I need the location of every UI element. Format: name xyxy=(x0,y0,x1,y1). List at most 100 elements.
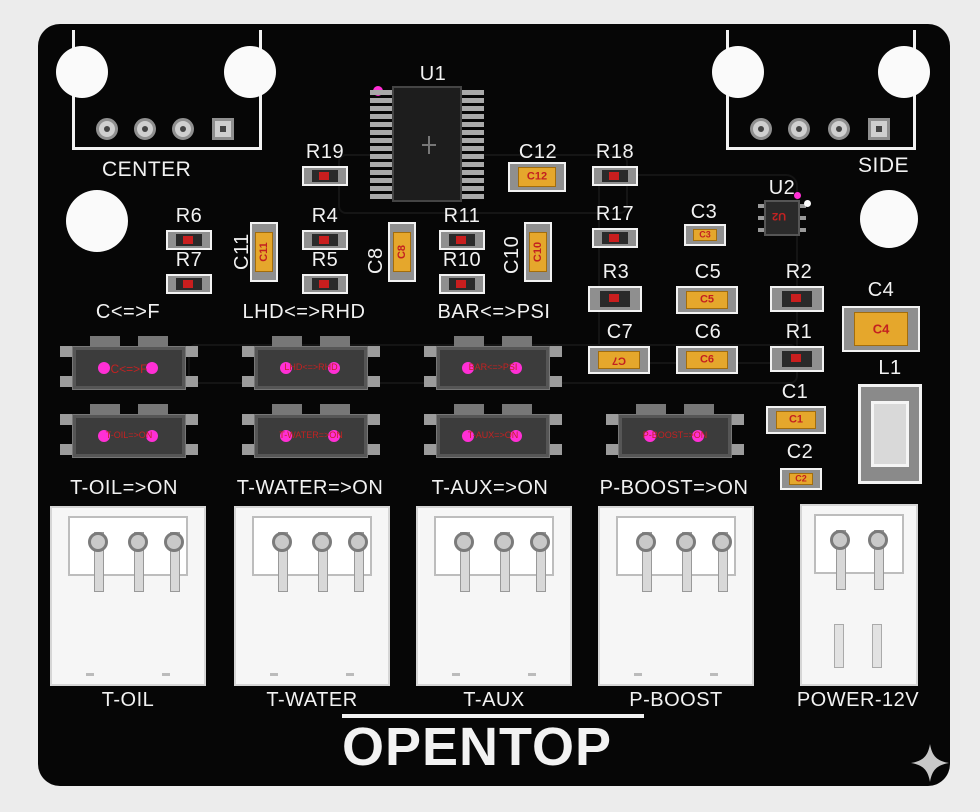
capacitor-c5: C5 xyxy=(676,286,738,314)
u2-pin xyxy=(758,228,764,232)
u1-pin xyxy=(462,106,484,111)
connector-label-t-aux: T-AUX xyxy=(463,689,525,711)
u2-chip: U2 xyxy=(764,200,800,236)
r5-label: R5 xyxy=(311,249,339,271)
c12-label: C12 xyxy=(518,141,558,163)
c2-label: C2 xyxy=(786,441,814,463)
u1-pin xyxy=(370,194,392,199)
resistor-r18 xyxy=(592,166,638,186)
c6-label: C6 xyxy=(694,321,722,343)
connector-t-water[interactable] xyxy=(234,506,390,686)
header-pin xyxy=(212,118,234,140)
c1-label: C1 xyxy=(781,381,809,403)
header-pin xyxy=(868,118,890,140)
header-pin xyxy=(828,118,850,140)
capacitor-c4: C4 xyxy=(842,306,920,352)
slide-switch-t-water[interactable]: T-WATER=>ON xyxy=(242,404,380,468)
capacitor-c6: C6 xyxy=(676,346,738,374)
r18-label: R18 xyxy=(595,141,635,163)
mounting-hole xyxy=(878,46,930,98)
u2-label: U2 xyxy=(768,177,796,199)
slide-switch-p-boost[interactable]: P-BOOST=>ON xyxy=(606,404,744,468)
mounting-hole xyxy=(860,190,918,248)
u1-pin xyxy=(370,114,392,119)
u1-pin xyxy=(462,170,484,175)
u1-pin xyxy=(462,146,484,151)
header-pin xyxy=(788,118,810,140)
header-pin xyxy=(134,118,156,140)
u1-pin xyxy=(462,194,484,199)
u1-chip xyxy=(392,86,462,202)
u1-pin xyxy=(462,138,484,143)
u1-pin xyxy=(462,186,484,191)
slide-switch-t-oil[interactable]: T-OIL=>ON xyxy=(60,404,198,468)
resistor-r1 xyxy=(770,346,824,372)
side-label: SIDE xyxy=(858,154,910,177)
resistor-r4 xyxy=(302,230,348,250)
resistor-r7 xyxy=(166,274,212,294)
connector-label-t-water: T-WATER xyxy=(266,689,358,711)
c5-label: C5 xyxy=(694,261,722,283)
c4-label: C4 xyxy=(867,279,895,301)
r2-label: R2 xyxy=(785,261,813,283)
connector-p-boost[interactable] xyxy=(598,506,754,686)
r4-label: R4 xyxy=(311,205,339,227)
capacitor-c11: C11 xyxy=(250,222,278,282)
slide-switch-c-f[interactable]: C<=>F xyxy=(60,336,198,400)
switch-label-lhd-rhd: LHD<=>RHD xyxy=(242,301,366,323)
u1-pin xyxy=(462,154,484,159)
u2-pin xyxy=(800,204,806,208)
c3-label: C3 xyxy=(690,201,718,223)
u1-pin xyxy=(370,98,392,103)
u2-pin xyxy=(800,216,806,220)
switch-label-t-aux: T-AUX=>ON xyxy=(431,477,549,499)
u1-pin xyxy=(462,90,484,95)
u2-pin xyxy=(758,204,764,208)
u1-pin xyxy=(370,130,392,135)
slide-switch-lhd-rhd[interactable]: LHD<=>RHD xyxy=(242,336,380,400)
u2-pin xyxy=(800,228,806,232)
capacitor-c2: C2 xyxy=(780,468,822,490)
capacitor-c7: C7 xyxy=(588,346,650,374)
resistor-r11 xyxy=(439,230,485,250)
u1-label: U1 xyxy=(419,63,447,85)
u1-pin xyxy=(370,154,392,159)
u1-pin xyxy=(370,162,392,167)
switch-label-c-f: C<=>F xyxy=(95,301,161,323)
mounting-hole xyxy=(712,46,764,98)
r1-label: R1 xyxy=(785,321,813,343)
connector-power-12v[interactable] xyxy=(800,504,918,686)
switch-label-t-oil: T-OIL=>ON xyxy=(70,477,178,499)
resistor-r10 xyxy=(439,274,485,294)
u1-pin xyxy=(370,170,392,175)
r3-label: R3 xyxy=(602,261,630,283)
resistor-r2 xyxy=(770,286,824,312)
mounting-hole xyxy=(224,46,276,98)
opentop-logo: OPENTOP xyxy=(342,717,613,777)
resistor-r19 xyxy=(302,166,348,186)
u1-pin xyxy=(370,90,392,95)
c7-label: C7 xyxy=(606,321,634,343)
r6-label: R6 xyxy=(175,205,203,227)
c8-label: C8 xyxy=(365,247,387,274)
resistor-r6 xyxy=(166,230,212,250)
slide-switch-t-aux[interactable]: T-AUX=>ON xyxy=(424,404,562,468)
inductor-l1 xyxy=(858,384,922,484)
sparkle-icon xyxy=(911,744,949,782)
switch-label-p-boost: P-BOOST=>ON xyxy=(599,477,749,499)
switch-label-t-water: T-WATER=>ON xyxy=(236,477,384,499)
r17-label: R17 xyxy=(595,203,635,225)
pcb-board: CENTER SIDE U1 U2 U2 R19 R6 R7 R4 R5 R11… xyxy=(38,24,950,786)
connector-t-aux[interactable] xyxy=(416,506,572,686)
pin1-marker xyxy=(794,192,801,199)
r10-label: R10 xyxy=(442,249,482,271)
u1-pin xyxy=(370,186,392,191)
connector-label-power-12v: POWER-12V xyxy=(796,689,920,711)
connector-label-p-boost: P-BOOST xyxy=(629,689,723,711)
connector-t-oil[interactable] xyxy=(50,506,206,686)
u1-pin xyxy=(462,114,484,119)
capacitor-c12: C12 xyxy=(508,162,566,192)
switch-label-bar-psi: BAR<=>PSI xyxy=(437,301,551,323)
header-pin xyxy=(96,118,118,140)
slide-switch-bar-psi[interactable]: BAR<=>PSI xyxy=(424,336,562,400)
